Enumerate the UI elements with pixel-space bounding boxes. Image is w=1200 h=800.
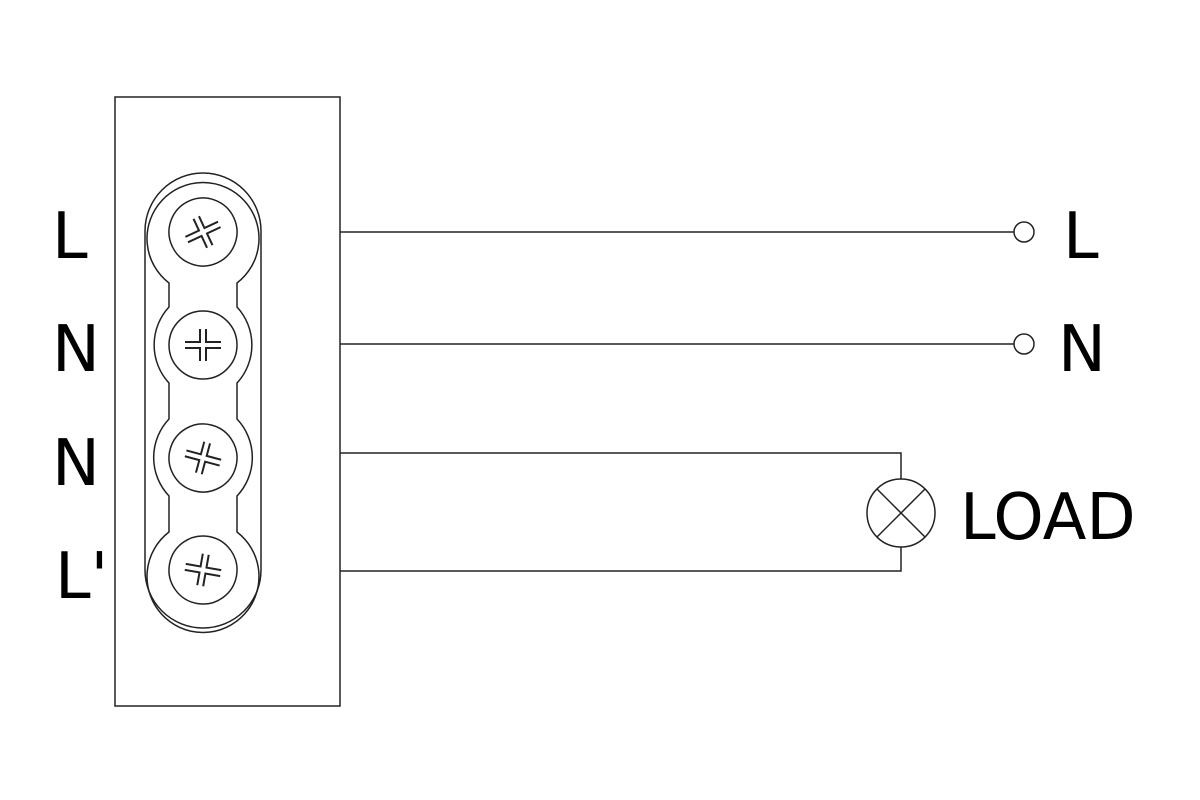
- lamp-icon: [866, 478, 936, 548]
- terminal-l-connector: [1013, 221, 1035, 243]
- right-label-n: N: [1058, 313, 1106, 387]
- wire-load-l: [340, 547, 902, 572]
- screw-icon: [168, 535, 238, 605]
- left-label-l-prime: L': [55, 540, 109, 614]
- terminal-block-housing: [114, 96, 341, 707]
- terminal-n-connector: [1013, 333, 1035, 355]
- left-label-l: L: [52, 200, 88, 274]
- screw-icon: [168, 310, 238, 380]
- wire-load-n: [340, 452, 902, 479]
- right-label-l: L: [1063, 200, 1099, 274]
- screw-icon: [168, 197, 238, 267]
- load-label: LOAD: [960, 481, 1136, 555]
- screw-icon: [168, 423, 238, 493]
- left-label-n1: N: [52, 313, 100, 387]
- terminal-strip-lobes: [146, 181, 260, 634]
- terminal-strip-outline: [144, 172, 262, 629]
- left-label-n2: N: [52, 427, 100, 501]
